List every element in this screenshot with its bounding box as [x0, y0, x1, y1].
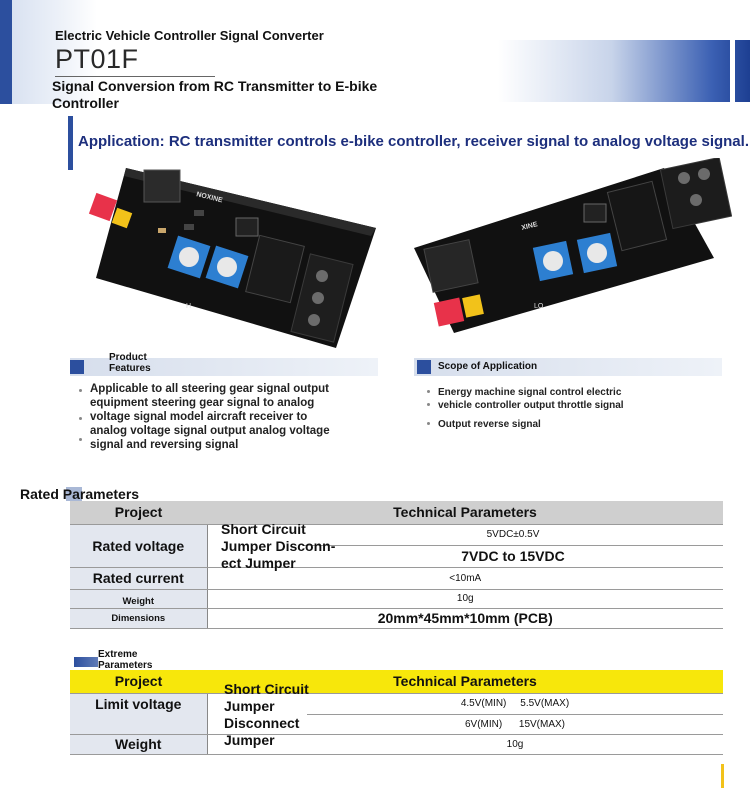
header-left-accent [0, 0, 12, 104]
model-underline [55, 76, 215, 77]
features-title: Product Features [109, 352, 151, 374]
rated-current-value: <10mA [207, 567, 723, 590]
features-item: signal and reversing signal [90, 439, 239, 451]
features-item: voltage signal model aircraft receiver t… [90, 411, 308, 423]
application-text: Application: RC transmitter controls e-b… [78, 133, 749, 150]
scope-item: Output reverse signal [438, 419, 541, 430]
bullet-dot [427, 390, 430, 393]
scope-list: Energy machine signal control electric v… [438, 386, 624, 431]
rated-header-project: Project [70, 501, 207, 525]
extreme-header-project: Project [70, 670, 207, 694]
scope-item: Energy machine signal control electric [438, 387, 622, 398]
board-photo-left: NOXINE H [88, 168, 376, 348]
rated-title: Rated Parameters [20, 486, 140, 502]
model-number: PT01F [55, 44, 139, 74]
scope-item: vehicle controller output throttle signa… [438, 400, 624, 411]
table-row: 7VDC to 15VDC [70, 545, 723, 568]
table-row: Weight 10g [70, 734, 723, 755]
limit-voltage-row2: 6V(MIN) 15V(MAX) [307, 714, 723, 735]
table-row: Limit voltage 4.5V(MIN) 5.5V(MAX) [70, 693, 723, 735]
rated-header-row: Project Technical Parameters [70, 501, 723, 525]
rated-voltage-label: Rated voltage [70, 524, 208, 568]
table-row: Rated current <10mA [70, 567, 723, 590]
weight-value: 10g [207, 589, 723, 609]
extreme-weight-label: Weight [70, 734, 208, 755]
header-left-fade [12, 0, 97, 104]
bullet-dot [427, 422, 430, 425]
header-right-gradient [498, 40, 750, 102]
features-item: analog voltage signal output analog volt… [90, 425, 330, 437]
product-description: Signal Conversion from RC Transmitter to… [52, 78, 378, 111]
overlay-cell [207, 524, 303, 568]
lv-row1-min: 4.5V(MIN) [460, 698, 507, 709]
extreme-title: Extreme Parameters [98, 649, 158, 671]
features-header-bar [70, 358, 378, 376]
rated-table: Project Technical Parameters Rated volta… [70, 501, 723, 629]
table-row: Dimensions 20mm*45mm*10mm (PCB) [70, 608, 723, 629]
overlay-cell [207, 734, 307, 755]
board-left-mark: H [186, 303, 191, 310]
bullet-dot [79, 389, 82, 392]
lv-row2-min: 6V(MIN) [464, 718, 503, 730]
table-row: Weight 10g [70, 589, 723, 609]
bullet-dot [79, 417, 82, 420]
short-circuit-overlay: Short Circuit Jumper Disconn-ect Jumper [221, 521, 336, 571]
limit-voltage-label: Limit voltage [70, 693, 208, 735]
overlay-cell [207, 693, 307, 735]
board-right-brand: XINE [521, 221, 539, 232]
extreme-header-params: Technical Parameters [207, 670, 723, 694]
bullet-dot [79, 438, 82, 441]
board-right-mark: LO [534, 303, 544, 310]
extreme-header-row: Project Technical Parameters [70, 670, 723, 694]
dimensions-label: Dimensions [70, 608, 208, 629]
board-photo-right: XINE LO [414, 158, 732, 333]
features-header-square [70, 360, 84, 374]
rated-square-decor [66, 487, 82, 501]
header-right-strip [730, 40, 735, 102]
overlay-line: Jumper [224, 732, 275, 748]
bullet-dot [427, 403, 430, 406]
scope-title: Scope of Application [438, 361, 538, 372]
corner-marker [721, 764, 724, 788]
table-row: Rated voltage 5VDC±0.5V [70, 524, 723, 568]
features-list: Applicable to all steering gear signal o… [90, 382, 360, 452]
extreme-weight-value: 10g [307, 734, 723, 755]
lv-row1-max: 5.5V(MAX) [520, 698, 570, 709]
limit-voltage-row1: 4.5V(MIN) 5.5V(MAX) [307, 693, 723, 715]
overlay-line: Disconnect [224, 715, 300, 731]
extreme-overlay: Short Circuit Jumper Disconnect Jumper [224, 681, 319, 749]
overlay-line: Short Circuit [224, 681, 309, 697]
rated-voltage-v2: 7VDC to 15VDC [303, 545, 723, 568]
scope-header-square [417, 360, 431, 374]
features-item: equipment steering gear signal to analog [90, 397, 315, 409]
page-subtitle: Electric Vehicle Controller Signal Conve… [55, 28, 324, 43]
features-item: Applicable to all steering gear signal o… [90, 383, 329, 395]
lv-row2-max: 15V(MAX) [518, 718, 566, 730]
rated-current-label: Rated current [70, 567, 208, 590]
extreme-table: Project Technical Parameters Limit volta… [70, 670, 723, 755]
rated-voltage-v1: 5VDC±0.5V [303, 524, 723, 546]
scope-header-bar [414, 358, 722, 376]
weight-label: Weight [70, 589, 208, 609]
dimensions-value: 20mm*45mm*10mm (PCB) [207, 608, 723, 629]
table-row: 6V(MIN) 15V(MAX) [70, 714, 723, 735]
overlay-line: Jumper [224, 698, 275, 714]
application-accent-bar [68, 116, 73, 170]
rated-header-params: Technical Parameters [207, 501, 723, 525]
